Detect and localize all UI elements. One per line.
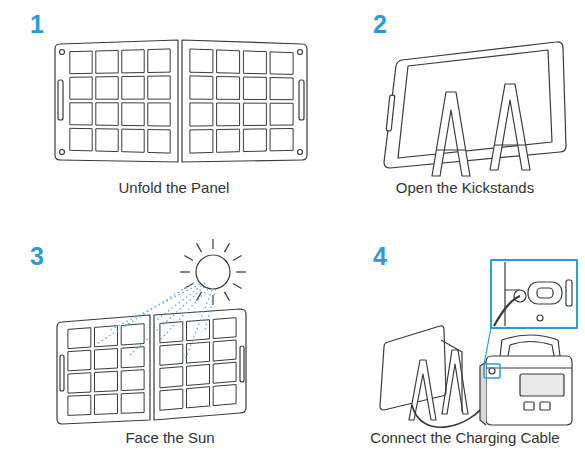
step-caption: Face the Sun bbox=[125, 429, 214, 447]
solar-cell bbox=[243, 77, 266, 100]
solar-cell bbox=[187, 387, 210, 408]
solar-cell bbox=[190, 103, 213, 126]
flat-panel bbox=[57, 309, 246, 424]
connector-inset bbox=[484, 260, 577, 364]
solar-cell bbox=[217, 77, 240, 100]
solar-cell bbox=[68, 373, 91, 393]
solar-cell bbox=[270, 78, 293, 100]
sun-ray bbox=[225, 243, 230, 252]
sun-ray bbox=[180, 271, 190, 272]
sun-ray bbox=[233, 284, 242, 289]
solar-cell bbox=[70, 103, 92, 125]
step-number: 4 bbox=[373, 244, 387, 269]
sun-ray bbox=[212, 239, 213, 249]
sun-ray bbox=[197, 243, 202, 252]
solar-cell bbox=[68, 350, 91, 371]
solar-cell bbox=[217, 50, 240, 73]
solar-cell bbox=[190, 76, 213, 99]
solar-cell bbox=[213, 318, 236, 339]
solar-cell bbox=[70, 51, 92, 74]
solar-cell bbox=[121, 370, 144, 391]
solar-cell bbox=[148, 76, 170, 99]
step-number: 1 bbox=[30, 12, 44, 37]
solar-cell bbox=[148, 49, 170, 73]
sunlight-rays bbox=[95, 280, 216, 360]
step-number: 3 bbox=[30, 244, 44, 269]
solar-cell bbox=[122, 103, 144, 126]
solar-cell bbox=[187, 364, 210, 385]
solar-cell bbox=[95, 326, 118, 347]
solar-cell bbox=[270, 103, 293, 125]
solar-cell bbox=[190, 49, 213, 73]
solar-cell bbox=[96, 77, 118, 100]
small-panel bbox=[380, 326, 468, 420]
solar-cell bbox=[148, 103, 170, 126]
solar-cell bbox=[243, 103, 266, 125]
solar-cell bbox=[160, 322, 183, 343]
sun-ray bbox=[236, 271, 246, 272]
solar-cell bbox=[122, 76, 144, 99]
solar-cell bbox=[95, 349, 118, 370]
solar-cell bbox=[160, 367, 183, 388]
solar-cell bbox=[217, 103, 240, 126]
step-caption: Unfold the Panel bbox=[119, 179, 230, 197]
solar-cell bbox=[96, 103, 118, 126]
solar-cell bbox=[95, 394, 118, 415]
solar-cell bbox=[70, 77, 92, 99]
sun-ray bbox=[225, 292, 230, 301]
sun-ray bbox=[184, 256, 193, 261]
solar-cell bbox=[270, 129, 293, 151]
solar-cell bbox=[68, 328, 91, 349]
solar-cell bbox=[122, 129, 144, 152]
solar-cell bbox=[243, 51, 266, 74]
solar-cell bbox=[96, 50, 118, 73]
solar-cell bbox=[187, 320, 210, 341]
power-station bbox=[480, 335, 572, 425]
solar-cell bbox=[270, 52, 293, 75]
solar-cell bbox=[121, 393, 144, 414]
solar-cell bbox=[190, 130, 213, 154]
solar-cell bbox=[148, 130, 170, 154]
panel-with-kickstands bbox=[384, 42, 566, 176]
solar-cell bbox=[213, 385, 236, 406]
sun-ray bbox=[233, 256, 242, 261]
charging-cable bbox=[412, 400, 488, 427]
step-caption: Open the Kickstands bbox=[396, 179, 534, 197]
solar-cell bbox=[187, 342, 210, 363]
solar-cell bbox=[213, 340, 236, 361]
solar-cell bbox=[121, 324, 144, 345]
unfolded-panel bbox=[55, 40, 307, 162]
step-number: 2 bbox=[373, 12, 387, 37]
solar-cell bbox=[243, 129, 266, 152]
solar-cell bbox=[68, 395, 91, 415]
solar-cell bbox=[121, 347, 144, 368]
solar-cell bbox=[217, 129, 240, 152]
solar-cell bbox=[70, 128, 92, 151]
step-caption: Connect the Charging Cable bbox=[370, 429, 559, 447]
solar-cell bbox=[95, 371, 118, 392]
solar-cell bbox=[160, 389, 183, 410]
solar-cell bbox=[213, 362, 236, 383]
solar-cell bbox=[96, 129, 118, 152]
solar-cell bbox=[122, 50, 144, 73]
solar-cell bbox=[160, 344, 183, 365]
